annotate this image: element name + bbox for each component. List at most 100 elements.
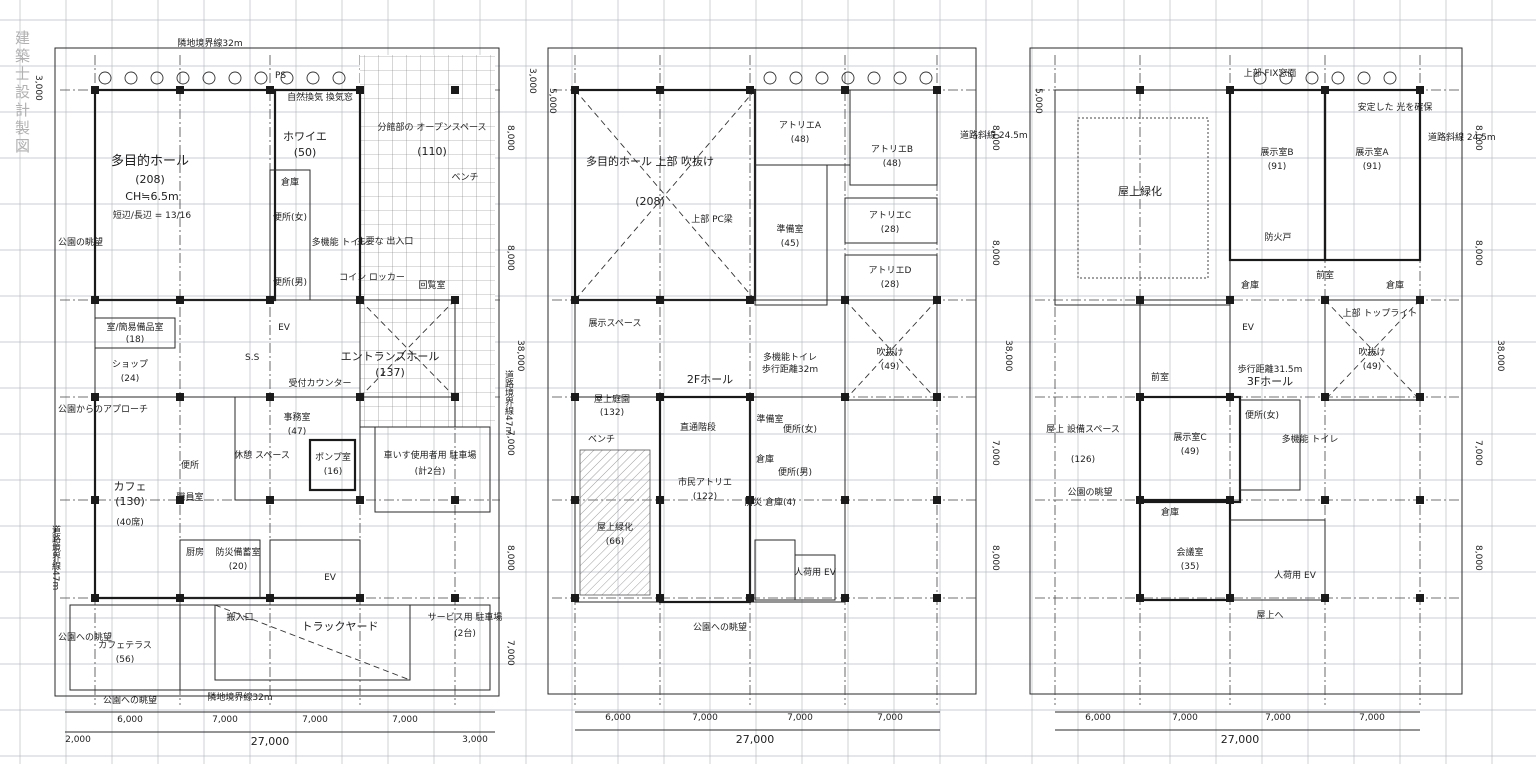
room-shelter-area: (20): [229, 562, 247, 572]
note-top-window: 上部 FIX窓面: [1244, 67, 1297, 79]
room-hall-3f: 3Fホール: [1247, 375, 1293, 388]
room-wc-m2: 便所(男): [778, 466, 812, 478]
walls-1f: [69, 88, 491, 691]
structural-column: [91, 496, 99, 504]
structural-column: [451, 594, 459, 602]
room-atelier-c: アトリエC: [869, 211, 911, 221]
dim-1f-left-top: 3,000: [33, 75, 43, 101]
room-atelier-a-area: (48): [791, 135, 809, 145]
note-boundary-bottom: 隣地境界線32m: [207, 691, 272, 703]
dim-3f-4: 7,000: [1359, 713, 1385, 723]
structural-column: [266, 296, 274, 304]
note-park-view-3f: 公園の眺望: [1067, 486, 1112, 498]
structural-column: [746, 496, 754, 504]
structural-column: [1321, 86, 1329, 94]
dim-1f-1: 6,000: [117, 715, 143, 725]
dim-2f-rtotal: 38,000: [1003, 340, 1013, 372]
room-atelier-d-area: (28): [881, 280, 899, 290]
tree-symbol: [176, 71, 190, 85]
room-hall-void: 多目的ホール 上部 吹抜け: [586, 154, 714, 168]
tree-symbol: [1357, 71, 1371, 85]
tree-symbol: [893, 71, 907, 85]
room-wc-f: 便所(女): [273, 211, 307, 223]
dimensions-2f: 6,000 7,000 7,000 7,000 27,000 3,000 5,0…: [527, 68, 1013, 746]
tree-symbol: [1383, 71, 1397, 85]
structural-column: [1226, 86, 1234, 94]
structural-column: [1136, 86, 1144, 94]
structural-column: [91, 86, 99, 94]
structural-column: [91, 296, 99, 304]
dim-2f-r2: 8,000: [990, 240, 1000, 266]
structural-column: [356, 594, 364, 602]
note-park-view-2f: 公園への眺望: [693, 621, 747, 633]
room-parking-area: (計2台): [415, 465, 446, 477]
structural-column: [933, 496, 941, 504]
room-cafe-seats: (40席): [116, 516, 143, 528]
room-service-parking-area: (2台): [454, 627, 476, 639]
room-shop-area: (24): [121, 374, 139, 384]
structural-column: [571, 496, 579, 504]
dim-3f-r5: 8,000: [1473, 545, 1483, 571]
room-roof-garden: 屋上庭園: [594, 393, 630, 405]
structural-column: [746, 594, 754, 602]
note-direct-stair-2f: 直通階段: [680, 421, 716, 433]
room-hall-void-area: (208): [635, 195, 665, 208]
structural-column: [1226, 393, 1234, 401]
structural-column: [451, 496, 459, 504]
structural-column: [1226, 296, 1234, 304]
room-ev3: 人荷用 EV: [1274, 570, 1317, 581]
floor-plan-2f: 多目的ホール 上部 吹抜け (208) 上部 PC梁 アトリエA (48) アト…: [527, 47, 1028, 746]
room-cafe-area: (130): [115, 495, 145, 508]
structural-column: [746, 86, 754, 94]
room-storage2: 倉庫: [756, 453, 774, 465]
site-boundary-2f: [547, 47, 977, 695]
note-road-left-1f: 道路境界線47m: [50, 524, 61, 590]
tree-symbol: [124, 71, 138, 85]
room-multi-wc3: 多機能 トイレ: [1282, 433, 1339, 445]
room-ev3b: EV: [1242, 323, 1255, 333]
dim-3f-r4: 7,000: [1473, 440, 1483, 466]
room-prep-area: (45): [781, 239, 799, 249]
floor-plan-1f: 多目的ホール (208) CH≒6.5m 短辺/長辺 = 13/16 ホワイエ …: [33, 37, 525, 748]
room-office-area: (47): [288, 427, 306, 437]
structural-column: [656, 86, 664, 94]
room-disaster: 回覧室: [418, 279, 445, 291]
dim-3f-2: 7,000: [1172, 713, 1198, 723]
structural-column: [1226, 496, 1234, 504]
tree-symbol: [332, 71, 346, 85]
dim-1f-right-extra: 3,000: [462, 735, 488, 745]
structural-column: [1136, 393, 1144, 401]
room-coin-locker: コイン ロッカー: [339, 272, 405, 283]
structural-column: [356, 393, 364, 401]
room-exhibit-space: 展示スペース: [589, 318, 642, 329]
structural-column: [266, 393, 274, 401]
dim-1f-r6: 7,000: [505, 640, 515, 666]
structural-column: [656, 594, 664, 602]
room-exhibit-c: 展示室C: [1173, 431, 1206, 443]
room-void-2f: 吹抜け: [876, 346, 903, 358]
dim-1f-r5: 8,000: [505, 545, 515, 571]
dim-1f-2: 7,000: [212, 715, 238, 725]
structural-column: [1321, 296, 1329, 304]
structural-column: [1321, 594, 1329, 602]
roof-planting-area: [579, 449, 651, 596]
dim-1f-r2: 8,000: [505, 245, 515, 271]
room-roof-planting-area: (66): [606, 537, 624, 547]
dim-3f-rtotal: 38,000: [1495, 340, 1505, 372]
room-multi-wc: 多機能 トイレ: [312, 236, 369, 248]
room-storage-3f-b: 倉庫: [1386, 279, 1404, 291]
room-exhibit-b-area: (91): [1268, 162, 1286, 172]
room-office: 事務室: [283, 411, 310, 423]
tree-symbol: [1305, 71, 1319, 85]
note-ps-1f: PS: [275, 71, 286, 81]
dim-1f-4: 7,000: [392, 715, 418, 725]
room-void-2f-area: (49): [881, 362, 899, 372]
room-hall-ch: CH≒6.5m: [125, 190, 178, 203]
dim-2f-r1: 8,000: [990, 125, 1000, 151]
structural-column: [356, 296, 364, 304]
structural-column: [176, 496, 184, 504]
floor-plan-3f: 屋上緑化 展示室B (91) 展示室A (91) 展示室C (49) 前室 前室…: [1029, 47, 1505, 746]
trees-1f: [98, 71, 346, 85]
dim-2f-r5: 8,000: [990, 545, 1000, 571]
